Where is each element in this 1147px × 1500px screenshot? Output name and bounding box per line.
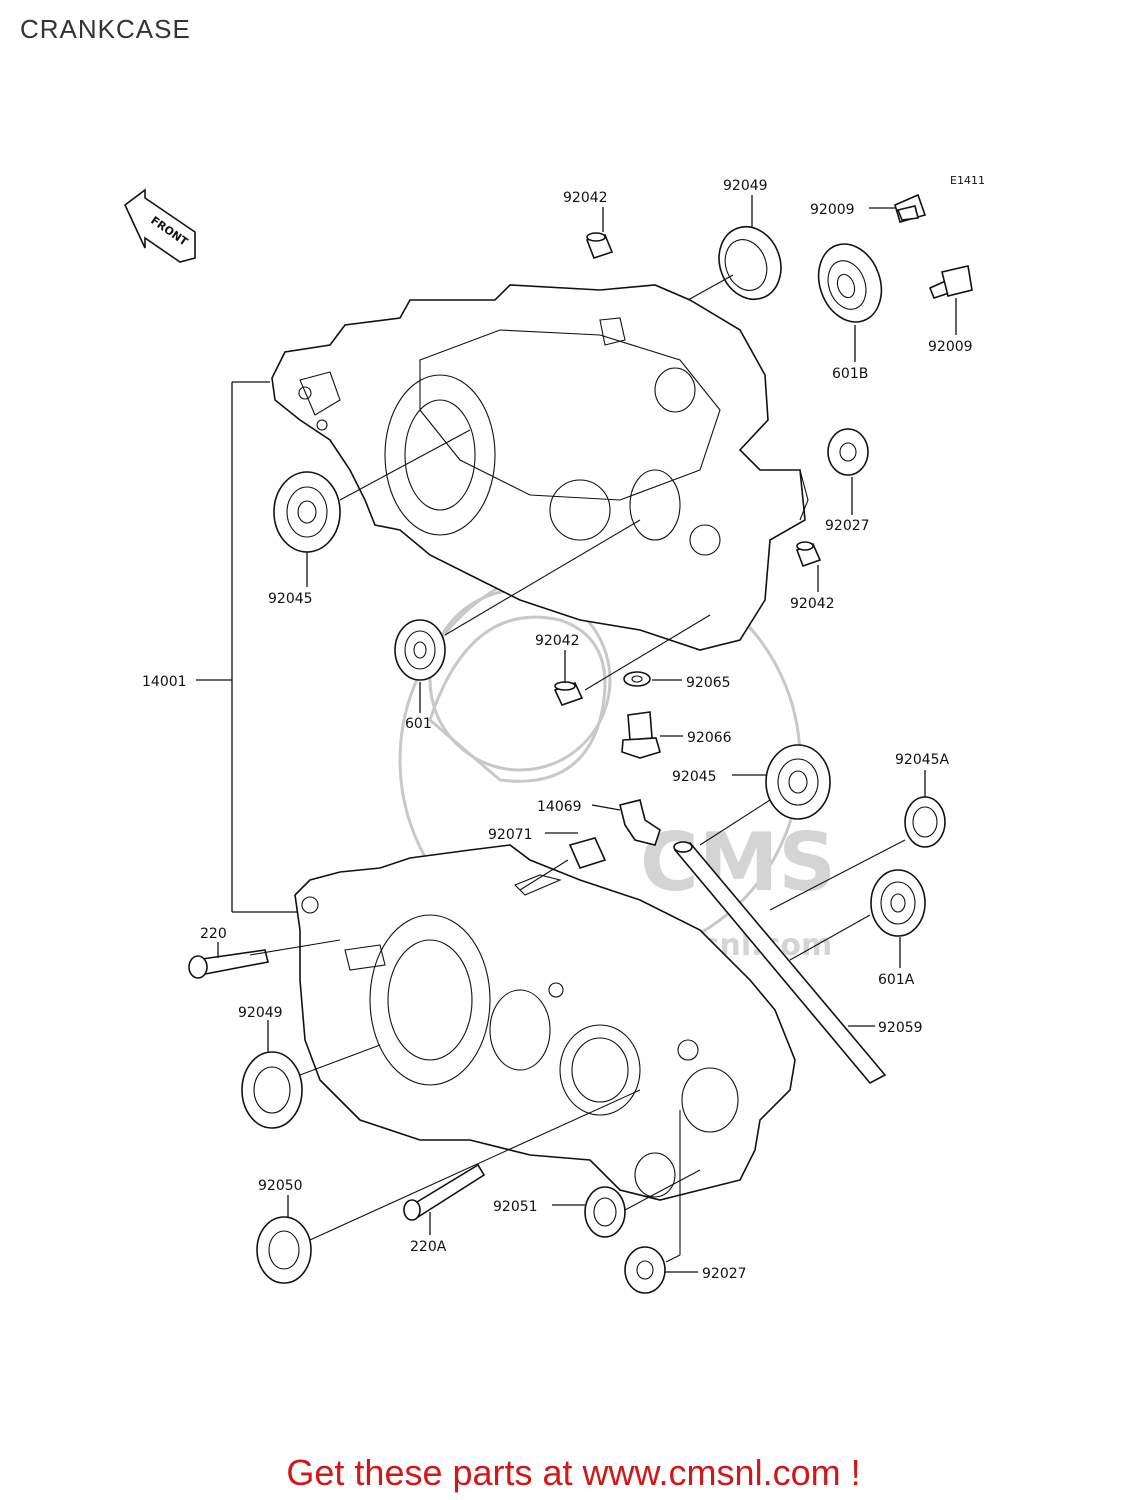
watermark-text: CMS <box>640 816 836 909</box>
label-92051: 92051 <box>493 1199 538 1215</box>
label-92042-top: 92042 <box>563 190 608 206</box>
label-92042-right: 92042 <box>790 596 835 612</box>
label-92042-mid: 92042 <box>535 633 580 649</box>
label-92045A: 92045A <box>895 752 950 768</box>
label-92027-right: 92027 <box>825 518 870 534</box>
part-92049-top-seal <box>718 225 782 301</box>
part-601B-bearing <box>817 243 883 323</box>
label-601B: 601B <box>832 366 868 382</box>
leader-lines <box>196 195 957 1273</box>
part-92009-bolt-a <box>894 193 927 223</box>
label-14069: 14069 <box>537 799 582 815</box>
diagram-code: E1411 <box>950 174 985 187</box>
part-92059-shaft <box>673 841 887 1085</box>
label-220A: 220A <box>410 1239 447 1255</box>
label-92066: 92066 <box>687 730 732 746</box>
label-92045-mid: 92045 <box>672 769 717 785</box>
part-92045-left-bearing <box>273 471 341 553</box>
label-92009-b: 92009 <box>928 339 973 355</box>
label-92071: 92071 <box>488 827 533 843</box>
part-92065-washer <box>623 671 651 687</box>
part-92009-bolt-b <box>928 265 973 299</box>
part-92042-top <box>585 232 614 259</box>
part-601A-bearing <box>870 869 926 937</box>
part-92051-seal <box>584 1186 626 1238</box>
lower-crankcase <box>294 844 796 1201</box>
part-92045A-bearing <box>904 796 946 848</box>
part-601-bearing <box>394 619 446 681</box>
promo-link[interactable]: Get these parts at www.cmsnl.com ! <box>286 1452 861 1493</box>
part-92042-right <box>795 541 822 568</box>
page-title: CRANKCASE <box>20 14 191 44</box>
label-92065: 92065 <box>686 675 731 691</box>
part-92027-bottom-washer <box>624 1246 666 1294</box>
upper-crankcase <box>271 284 809 651</box>
label-92049-top: 92049 <box>723 178 768 194</box>
part-92045-mid-bearing <box>765 744 831 820</box>
part-14069-elbow <box>619 799 661 846</box>
label-601: 601 <box>405 716 432 732</box>
label-92049-left: 92049 <box>238 1005 283 1021</box>
label-14001: 14001 <box>142 674 187 690</box>
part-92042-mid <box>553 681 584 706</box>
part-92049-left-seal <box>241 1051 303 1129</box>
label-92050: 92050 <box>258 1178 303 1194</box>
label-92027-bottom: 92027 <box>702 1266 747 1282</box>
part-92050-seal <box>256 1216 312 1284</box>
part-92071-clip <box>568 837 607 869</box>
label-92059: 92059 <box>878 1020 923 1036</box>
front-arrow-icon: FRONT <box>124 188 196 263</box>
label-220: 220 <box>200 926 227 942</box>
part-92066-plug <box>621 711 661 759</box>
part-labels: 92042 92049 92009 92009 601B 92027 92042… <box>142 178 973 1282</box>
part-92027-right-washer <box>827 428 869 476</box>
part-220-bolt <box>188 949 269 979</box>
label-601A: 601A <box>878 972 915 988</box>
label-92045-left: 92045 <box>268 591 313 607</box>
part-220A-bolt <box>403 1163 486 1221</box>
label-92009-a: 92009 <box>810 202 855 218</box>
